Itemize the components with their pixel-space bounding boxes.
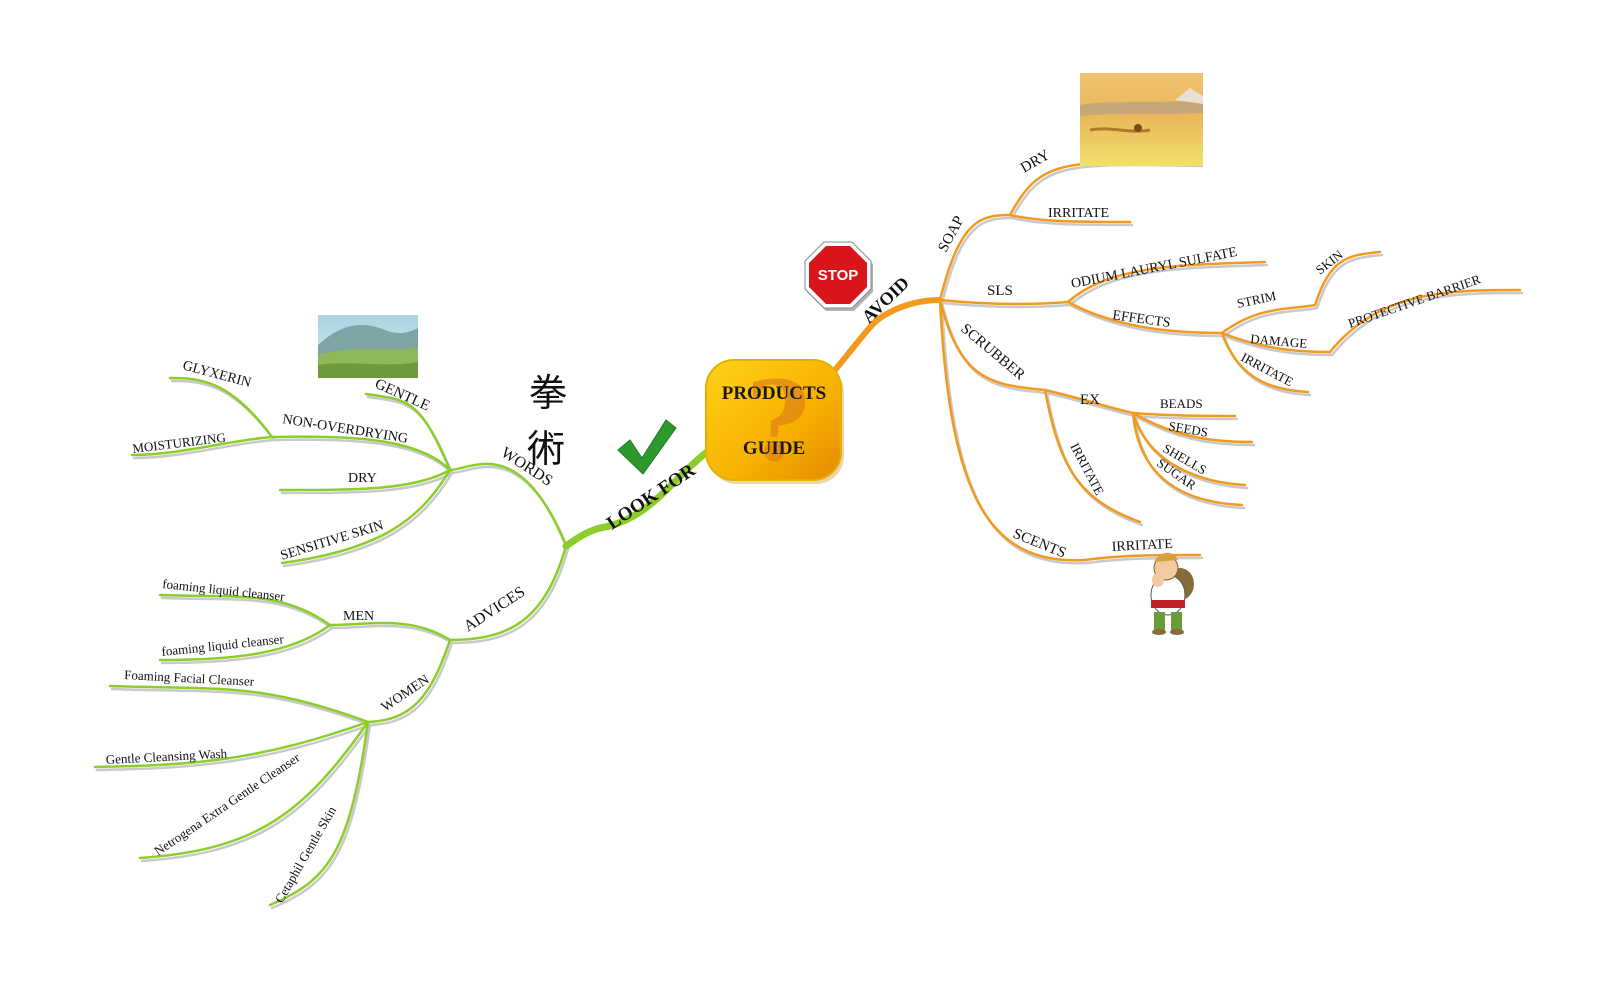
odium-lauryl-sulfate-label[interactable]: ODIUM LAURYL SULFATE: [1070, 245, 1239, 292]
scents-irritate-label[interactable]: IRRITATE: [1111, 537, 1173, 555]
sls-label[interactable]: SLS: [987, 283, 1013, 299]
kanji-bottom: 術: [527, 427, 565, 471]
center-question-mark: ?: [746, 357, 810, 486]
scrubber-label[interactable]: SCRUBBER: [957, 321, 1027, 384]
scrubber-irritate-label[interactable]: IRRITATE: [1067, 440, 1107, 497]
soap-label[interactable]: SOAP: [935, 213, 967, 254]
soap-irritate-label[interactable]: IRRITATE: [1048, 206, 1109, 221]
landscape-picture-icon: [318, 315, 418, 378]
damage-label[interactable]: DAMAGE: [1250, 331, 1308, 351]
cartoon-character-icon: [1150, 552, 1194, 635]
men-label[interactable]: MEN: [343, 609, 374, 624]
center-title-line2: GUIDE: [743, 438, 805, 459]
women-foaming-facial-label[interactable]: Foaming Facial Cleanser: [124, 667, 255, 689]
avoid-labels: AVOID SOAP DRY IRRITATE SLS ODIUM LAURYL…: [858, 147, 1483, 562]
center-node[interactable]: ? PRODUCTS GUIDE: [705, 357, 844, 486]
ex-label[interactable]: EX: [1080, 392, 1100, 408]
look-for-branches: [93, 376, 716, 910]
kanji-characters-icon: 拳 術: [527, 371, 567, 471]
protective-barrier-label[interactable]: PROTECTIVE BARRIER: [1346, 271, 1483, 331]
avoid-branches: [832, 160, 1524, 565]
women-gentle-wash-label[interactable]: Gentle Cleansing Wash: [105, 746, 228, 767]
center-title-line1: PRODUCTS: [722, 383, 827, 404]
avoid-main-connector: [832, 297, 943, 373]
look-for-main-connector: [562, 444, 716, 550]
look-for-label[interactable]: LOOK FOR: [603, 460, 699, 535]
dry-label-look[interactable]: DRY: [348, 471, 377, 486]
stop-sign-icon: STOP: [804, 241, 873, 311]
look-for-labels: LOOK FOR WORDS NON-OVERDRYING GLYXERIN M…: [105, 358, 699, 905]
check-mark-icon: [617, 419, 677, 475]
kanji-top: 拳: [529, 371, 567, 415]
stop-sign-label: STOP: [818, 267, 859, 284]
desert-picture-icon: [1080, 73, 1203, 166]
strim-label[interactable]: STRIM: [1236, 288, 1278, 311]
beads-label[interactable]: BEADS: [1160, 396, 1203, 411]
seeds-label[interactable]: SEEDS: [1167, 418, 1209, 440]
